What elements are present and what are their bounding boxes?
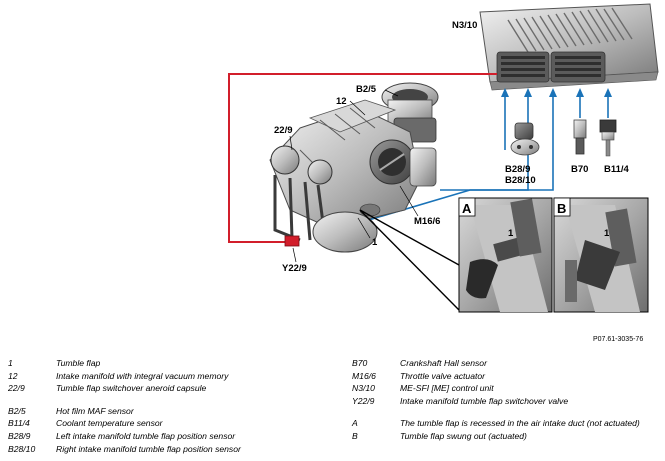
legend-item: A The tumble flap is recessed in the air … [352,417,652,430]
legend-key: B2/5 [8,405,26,416]
label-throttle-actuator: M16/6 [414,216,440,227]
legend-key: B28/9 [8,430,31,441]
label-crankshaft-sensor: B70 [571,164,588,175]
legend-text: Crankshaft Hall sensor [400,358,487,368]
legend-key: N3/10 [352,383,375,394]
crankshaft-hall-sensor [573,119,587,155]
legend-item: 22/9 Tumble flap switchover aneroid capsu… [8,382,338,395]
legend-key: B70 [352,358,368,368]
legend-key: B11/4 [8,418,30,429]
legend-key: Y22/9 [352,395,375,406]
legend-gap [8,395,338,405]
detail-projection [359,209,460,311]
legend-text: Left intake manifold tumble flap positio… [56,430,236,441]
label-maf-sensor: B2/5 [356,84,377,95]
label-right-position-sensor: B28/10 [505,175,536,186]
legend-item: B2/5 Hot film MAF sensor [8,405,338,418]
label-coolant-sensor: B11/4 [604,164,630,175]
ecu-control-unit [479,3,659,91]
legend-key: 12 [8,370,18,381]
label-panel-b-flap: 1 [604,228,610,239]
leader-lines [289,89,419,263]
legend-item: N3/10 ME-SFI [ME] control unit [352,382,652,395]
legend-text: Intake manifold with integral vacuum mem… [56,370,229,381]
legend-key: M16/6 [352,370,376,381]
label-ecu: N3/10 [452,20,477,31]
detail-panel-a [458,197,553,313]
legend-key: 1 [8,358,13,368]
legend-item: B11/4 Coolant temperature sensor [8,417,338,430]
legend-key: 22/9 [8,383,25,394]
label-panel-a: A [462,201,472,216]
signal-arrowheads [501,88,612,97]
legend-left: 1 Tumble flap 12 Intake manifold with integ… [8,357,338,455]
legend-item: B Tumble flap swung out (actuated) [352,430,652,443]
legend-text: Throttle valve actuator [400,370,486,381]
label-tumble-flap: 1 [372,237,378,248]
tumble-flap-position-sensor [510,122,540,156]
legend-key: B [352,430,358,441]
label-aneroid-capsule: 22/9 [274,125,293,136]
legend-text: Right intake manifold tumble flap positi… [56,443,241,454]
label-panel-b: B [557,201,566,216]
coolant-temperature-sensor [599,119,617,157]
legend-item: 1 Tumble flap [8,357,338,370]
legend-text: Tumble flap [56,358,101,368]
red-signal-line [228,73,497,243]
detail-panel-b [553,197,649,313]
legend-item: B70 Crankshaft Hall sensor [352,357,652,370]
label-switchover-valve: Y22/9 [282,263,307,274]
label-left-position-sensor: B28/9 [505,164,530,175]
legend-gap [352,407,652,417]
legend-text: Tumble flap switchover aneroid capsule [56,383,207,394]
legend-text: Coolant temperature sensor [56,418,163,429]
legend-text: The tumble flap is recessed in the air i… [400,418,640,429]
legend-key: B28/10 [8,443,36,454]
legend-text: ME-SFI [ME] control unit [400,383,494,394]
intake-manifold-assembly [269,99,437,253]
label-panel-a-flap: 1 [508,228,514,239]
legend-item: M16/6 Throttle valve actuator [352,370,652,383]
legend-key: A [352,418,358,429]
legend-item: Y22/9 Intake manifold tumble flap switcho… [352,395,652,408]
legend-item: B28/10 Right intake manifold tumble flap … [8,443,338,456]
legend-text: Intake manifold tumble flap switchover v… [400,395,569,406]
maf-sensor [381,82,439,143]
legend-text: Hot film MAF sensor [56,405,134,416]
legend-text: Tumble flap swung out (actuated) [400,430,527,441]
legend-item: 12 Intake manifold with integral vacuum m… [8,370,338,383]
label-intake-manifold: 12 [336,96,347,107]
figure-reference-code: P07.61-3035-76 [593,336,643,343]
legend-item: B28/9 Left intake manifold tumble flap po… [8,430,338,443]
